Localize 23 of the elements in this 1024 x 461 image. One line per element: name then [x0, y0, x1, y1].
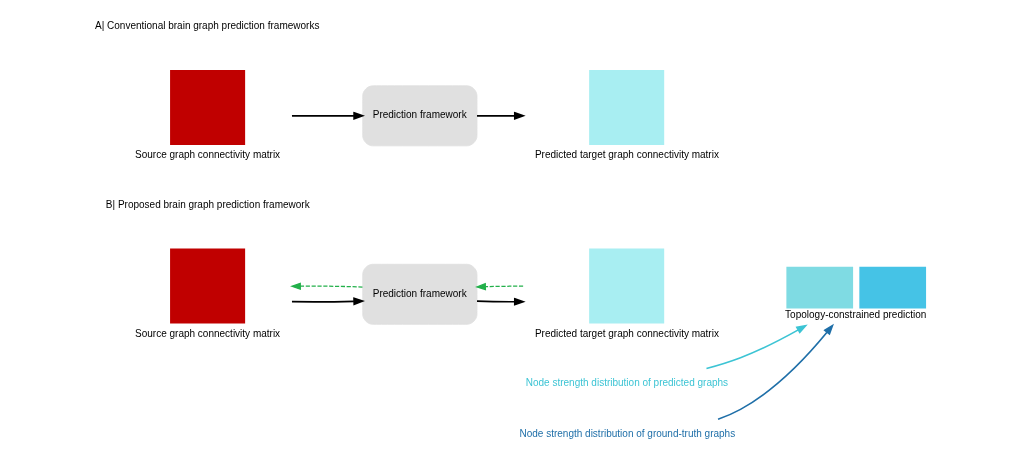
arrow — [291, 111, 365, 120]
arrow — [717, 323, 834, 421]
node-text: Node strength distribution of ground-truth graphs — [519, 427, 736, 439]
label: B| Proposed brain graph prediction framework — [105, 198, 310, 210]
arrow — [291, 297, 365, 306]
node-box: Prediction framework — [362, 263, 478, 325]
node-label: Source graph connectivity matrix — [135, 327, 281, 339]
node-box: Prediction framework — [362, 85, 478, 147]
node-box — [589, 69, 665, 145]
node-box — [589, 248, 665, 324]
node-box — [170, 69, 246, 145]
node-label: Source graph connectivity matrix — [135, 149, 281, 161]
arrow — [475, 282, 524, 291]
node-text: Node strength distribution of predicted graphs — [525, 377, 729, 389]
node-label: Predicted target graph connectivity matrix — [534, 149, 719, 161]
node-label: Topology-constrained prediction — [785, 309, 927, 321]
node-box — [170, 248, 246, 324]
arrow — [476, 111, 526, 120]
arrow — [476, 297, 526, 306]
node-label: Predicted target graph connectivity matrix — [534, 327, 719, 339]
arrow — [705, 324, 808, 370]
arrow — [290, 282, 364, 291]
label: A| Conventional brain graph prediction frameworks — [95, 20, 320, 32]
